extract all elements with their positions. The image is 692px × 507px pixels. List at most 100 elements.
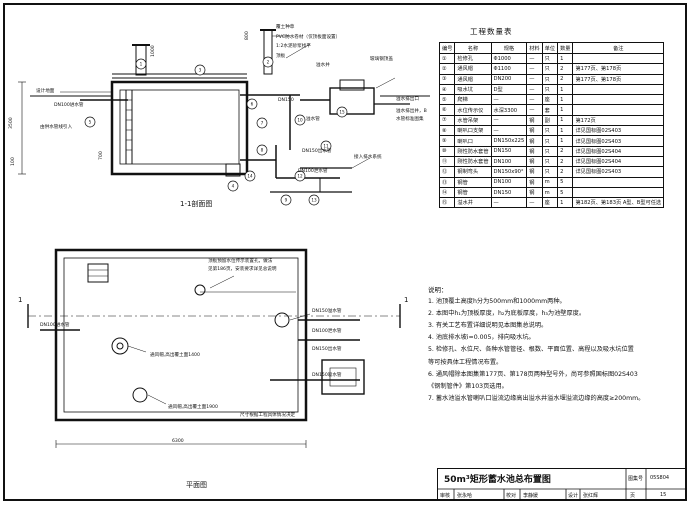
plan-dim-note: 尺寸根据工程具体情况决定	[240, 411, 296, 418]
note-line: 3. 有关工艺布置详细说明见本图集总说明。	[428, 322, 548, 330]
table-cell: 1	[557, 94, 574, 106]
table-cell: 2	[557, 63, 574, 75]
table-cell: 第172页	[572, 114, 665, 127]
table-cell: 爬梯	[454, 94, 492, 106]
label-dn150-suction: DN150出水管	[302, 147, 332, 154]
col-header: 材料	[526, 42, 543, 54]
table-cell: 详见国标图02S403	[572, 166, 665, 178]
table-cell: 只	[541, 52, 559, 65]
table-cell: 1	[557, 52, 574, 65]
col-header: 数量	[557, 42, 574, 54]
table-cell: DN150	[490, 186, 528, 199]
table-cell: 只	[541, 73, 559, 85]
atlas-label: 图集号	[628, 476, 644, 482]
table-cell: 详见国标图02S403	[572, 135, 665, 147]
label-dn150: DN150	[278, 97, 294, 103]
plan-view	[27, 248, 401, 448]
drawing-title: 50m³矩形蓄水池总布置图	[444, 475, 551, 485]
table-cell: D型	[490, 83, 528, 96]
balloon-5: 5	[89, 120, 92, 125]
table-cell: 钢	[526, 166, 543, 178]
table-cell: DN100	[490, 176, 528, 188]
balloon-7: 7	[261, 121, 264, 126]
plan-label-vent-cap-2: 通风帽,高出覆土面1900	[168, 403, 218, 410]
table-cell: 详见国标图02S404	[572, 145, 665, 157]
balloon-10: 10	[297, 118, 303, 123]
table-cell: Φ1000	[490, 52, 528, 65]
plan-label-dn100-vent: DN100泄水管	[312, 327, 342, 334]
plan-label-dn150-out: DN150出水管	[312, 345, 342, 352]
table-cell: ⑮	[438, 197, 456, 209]
plan-note-hatch: 顶板预留水位传示装置孔，做法	[208, 257, 273, 264]
label-pvc-membrane: PVC防水卷材（仅顶板面设置）	[276, 33, 340, 40]
note-line: 7. 蓄水池溢水管喇叭口溢流边缘高出溢水井溢水堰溢流边缘的高度≥200mm。	[428, 394, 645, 402]
plan-title: 平面图	[186, 481, 207, 489]
table-cell: 2	[557, 166, 574, 178]
table-cell: DN150	[490, 145, 528, 157]
table-cell: 溢水井	[454, 197, 492, 209]
table-cell: m	[541, 176, 559, 188]
table-cell: —	[490, 94, 528, 106]
label-overflow-pipe: 溢水管	[306, 115, 320, 122]
section-balloons	[84, 56, 348, 206]
table-cell: ④	[438, 83, 456, 96]
table-cell: DN200	[490, 73, 528, 85]
table-cell: 只	[541, 83, 559, 96]
table-cell: 钢	[526, 186, 543, 199]
col-header: 名称	[454, 42, 492, 54]
table-cell: 1	[557, 83, 574, 96]
table-cell: —	[490, 114, 528, 127]
balloon-8: 8	[261, 148, 264, 153]
designer-name: 张红辉	[583, 493, 599, 499]
table-cell: ⑪	[438, 155, 456, 168]
table-cell: ⑦	[438, 114, 456, 127]
label-glass-steel: 玻璃钢顶盖	[370, 55, 393, 62]
section-labels: 覆土种草 PVC防水卷材（仅顶板面设置） 1:2水泥砂浆找平 顶板 溢水井 玻璃…	[8, 23, 427, 174]
table-cell: —	[526, 197, 543, 209]
table-cell: 水位传示仪	[454, 104, 492, 116]
label-to-pump: 接入排水系统	[354, 153, 382, 160]
table-cell: 只	[541, 63, 559, 75]
table-header-row: 编号 名称 规格 材料 单位 数量 备注	[438, 42, 665, 54]
label-dn100-vent: DN100泄水管	[298, 167, 328, 174]
table-cell: 只	[541, 135, 559, 147]
design-label: 设计	[568, 493, 579, 499]
label-outlet-a: 溢水排出井，B	[396, 107, 427, 114]
table-cell: 详见国标图02S403	[572, 125, 665, 137]
table-cell: —	[526, 73, 543, 85]
dim-100: 100	[10, 157, 16, 166]
table-cell: ⑧	[438, 125, 456, 137]
section-title: 1-1剖面图	[180, 200, 213, 208]
table-cell: 钢	[526, 125, 543, 137]
note-line: 1. 池顶覆土高度h分为500mm和1000mm两种。	[428, 298, 566, 306]
sheet-border	[3, 3, 687, 501]
label-ingress-pipe: 由供水管线引入	[40, 123, 73, 130]
table-cell: 2	[557, 155, 574, 168]
note-line: 4. 池底排水坡i=0.005，排向吸水坑。	[428, 334, 535, 342]
note-line: 6. 通风帽除本图集第177页、第178页两种型号外，尚可参照国标图02S403	[428, 370, 638, 378]
table-cell: 第182页、第183页 A型、B型可任选	[572, 197, 665, 209]
dim-1000: 1000	[150, 45, 156, 57]
table-cell: DN100	[490, 155, 528, 168]
table-cell: 钢管	[454, 186, 492, 199]
table-cell	[572, 104, 665, 116]
note-line: 《钢制管件》第103页选用。	[428, 382, 508, 390]
table-cell: DN150x225	[490, 135, 528, 147]
table-cell: 钢管	[454, 176, 492, 188]
table-cell: 1	[557, 197, 574, 209]
col-header: 规格	[490, 42, 528, 54]
table-cell: DN150x90°	[490, 166, 528, 178]
plan-labels: 顶板预留水位传示装置孔，做法 见第186页，安装要求详见总说明 DN150溢水管…	[18, 257, 408, 444]
plan-section-mark-left: 1	[18, 296, 22, 304]
balloon-12: 12	[297, 174, 303, 179]
table-cell: Φ1100	[490, 63, 528, 75]
